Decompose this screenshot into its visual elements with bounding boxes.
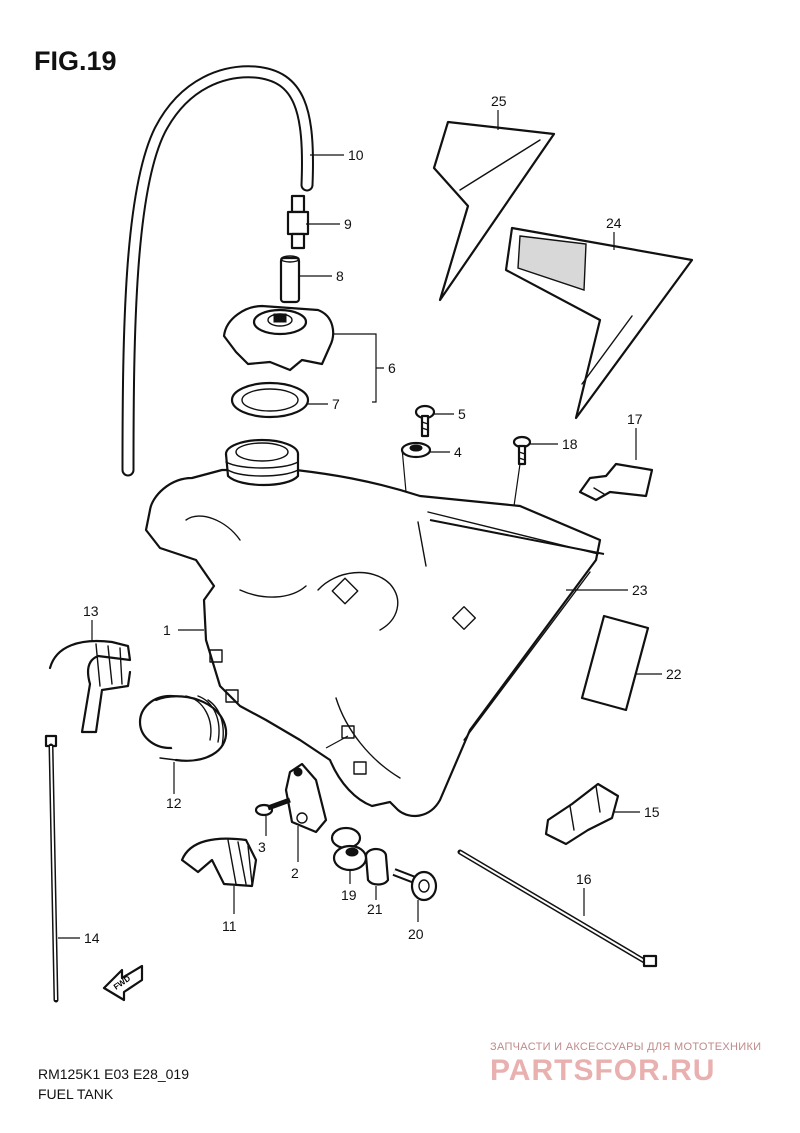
forward-direction-arrow: FWD bbox=[102, 964, 144, 1002]
callout-1: 1 bbox=[163, 622, 171, 638]
fuel-tank-part-1 bbox=[144, 438, 602, 818]
callout-24: 24 bbox=[606, 215, 622, 231]
tank-trim-part-23 bbox=[429, 519, 605, 555]
cap-gasket-part-7 bbox=[230, 381, 310, 419]
fuel-cap-part-6 bbox=[222, 304, 335, 372]
callout-22: 22 bbox=[666, 666, 682, 682]
callout-10: 10 bbox=[348, 147, 364, 163]
damper-part-15 bbox=[544, 782, 620, 846]
callout-18: 18 bbox=[562, 436, 578, 452]
callout-8: 8 bbox=[336, 268, 344, 284]
callout-9: 9 bbox=[344, 216, 352, 232]
cable-tie-part-16 bbox=[457, 849, 658, 968]
callout-19: 19 bbox=[341, 887, 357, 903]
grommet-part-19 bbox=[330, 826, 368, 872]
breather-hose-part-10 bbox=[121, 65, 314, 477]
callout-13: 13 bbox=[83, 603, 99, 619]
washer-part-4 bbox=[400, 441, 432, 459]
callout-15: 15 bbox=[644, 804, 660, 820]
figure-title: FIG.19 bbox=[34, 46, 117, 76]
callout-7: 7 bbox=[332, 396, 340, 412]
bolt-part-20 bbox=[392, 868, 438, 902]
callout-6: 6 bbox=[388, 360, 396, 376]
callout-labels: 10 9 8 6 7 25 24 5 4 18 17 23 22 1 13 12 bbox=[58, 93, 682, 946]
leader-bolt-hole-18 bbox=[513, 463, 521, 507]
leader-bolt-hole-4 bbox=[401, 447, 407, 493]
collar-part-21 bbox=[364, 847, 390, 886]
watermark-tagline: ЗАПЧАСТИ И АКСЕССУАРЫ ДЛЯ МОТОТЕХНИКИ bbox=[490, 1041, 762, 1053]
callout-2: 2 bbox=[291, 865, 299, 881]
callout-5: 5 bbox=[458, 406, 466, 422]
leader-bracket-mount bbox=[325, 735, 349, 749]
clamp-part-13 bbox=[48, 640, 132, 734]
callout-16: 16 bbox=[576, 871, 592, 887]
bracket-part-2 bbox=[284, 762, 328, 834]
callout-4: 4 bbox=[454, 444, 462, 460]
callout-17: 17 bbox=[627, 411, 643, 427]
cable-tie-part-14 bbox=[44, 734, 59, 1003]
callout-11: 11 bbox=[222, 918, 237, 934]
hose-part-12 bbox=[138, 694, 228, 762]
figure-code: RM125K1 E03 E28_019 bbox=[38, 1066, 189, 1082]
callout-3: 3 bbox=[258, 839, 266, 855]
bolt-part-5 bbox=[414, 404, 436, 438]
callout-21: 21 bbox=[367, 901, 383, 917]
tank-shroud-part-24 bbox=[504, 226, 694, 420]
callout-12: 12 bbox=[166, 795, 182, 811]
callout-14: 14 bbox=[84, 930, 100, 946]
clamp-part-11 bbox=[180, 837, 258, 888]
tank-shroud-part-25 bbox=[432, 120, 556, 302]
hose-joint-part-8 bbox=[279, 255, 301, 304]
breather-valve-part-9 bbox=[286, 194, 310, 250]
callout-25: 25 bbox=[491, 93, 507, 109]
callout-23: 23 bbox=[632, 582, 648, 598]
callout-20: 20 bbox=[408, 926, 424, 942]
screw-part-3 bbox=[254, 797, 291, 817]
figure-name: FUEL TANK bbox=[38, 1086, 114, 1102]
watermark-brand: PARTSFOR.RU bbox=[490, 1054, 716, 1087]
rubber-strap-part-17 bbox=[578, 462, 654, 502]
pad-part-22 bbox=[580, 614, 650, 712]
bolt-part-18 bbox=[512, 435, 532, 466]
